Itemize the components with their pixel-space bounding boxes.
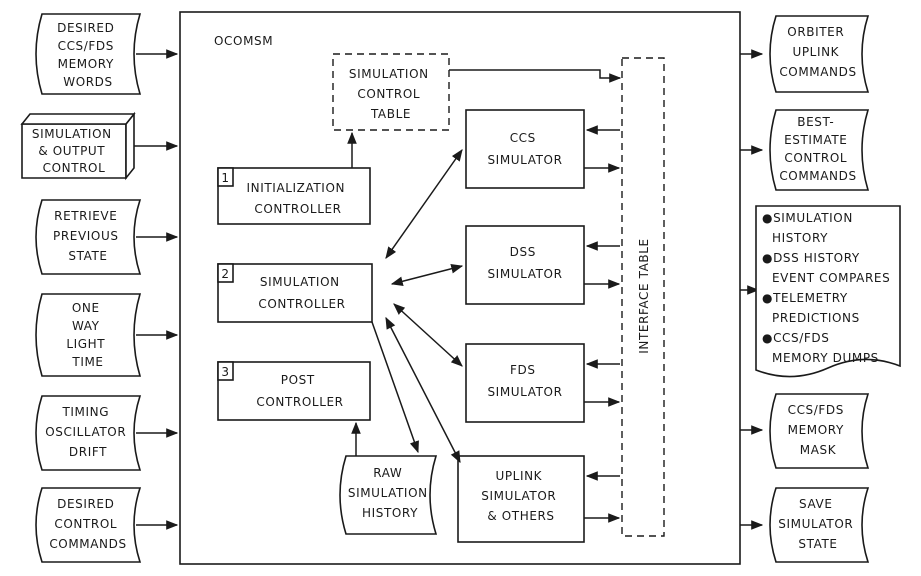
interface-table: INTERFACE TABLE	[621, 57, 665, 537]
input-retrieve-previous-state: RETRIEVE PREVIOUS STATE	[35, 199, 142, 275]
controller-label: SIMULATION CONTROLLER	[258, 275, 345, 311]
input-desired-ccs-fds-memory-words: DESIRED CCS/FDS MEMORY WORDS	[35, 13, 142, 95]
simulator-label: UPLINK SIMULATOR & OTHERS	[481, 469, 560, 523]
initialization-controller: 1 INITIALIZATION CONTROLLER	[217, 167, 371, 225]
output-label: BEST- ESTIMATE CONTROL COMMANDS	[779, 115, 856, 183]
controller-number-box	[217, 167, 234, 187]
table-label: SIMULATION CONTROL TABLE	[349, 67, 433, 121]
output-label: ORBITER UPLINK COMMANDS	[779, 25, 856, 79]
input-label: ONE WAY LIGHT TIME	[66, 301, 109, 369]
report-line-bulleted: ●DSS HISTORY	[762, 251, 860, 265]
report-line-bulleted: ●CCS/FDS	[762, 331, 829, 345]
controller-number: 1	[221, 171, 229, 185]
input-desired-control-commands: DESIRED CONTROL COMMANDS	[35, 487, 142, 563]
controller-number: 3	[221, 365, 229, 379]
arrow-controller-uplink	[385, 316, 461, 464]
input-label: DESIRED CONTROL COMMANDS	[49, 497, 126, 551]
arrow-controller-dss	[390, 264, 464, 286]
ccs-simulator: CCS SIMULATOR	[465, 109, 585, 189]
output-save-simulator-state: SAVE SIMULATOR STATE	[769, 487, 870, 563]
simulator-label: FDS SIMULATOR	[487, 363, 562, 399]
input-label: SIMULATION & OUTPUT CONTROL	[32, 127, 116, 175]
simulator-label: DSS SIMULATOR	[487, 245, 562, 281]
output-ccs-fds-memory-mask: CCS/FDS MEMORY MASK	[769, 393, 870, 469]
controller-number-box	[217, 263, 234, 283]
dss-simulator: DSS SIMULATOR	[465, 225, 585, 305]
output-label: SAVE SIMULATOR STATE	[778, 497, 857, 551]
report-line-bulleted: ●TELEMETRY	[762, 291, 848, 305]
storage-label: RAW SIMULATION HISTORY	[348, 466, 432, 520]
output-best-estimate-control-commands: BEST- ESTIMATE CONTROL COMMANDS	[769, 109, 870, 191]
arrow-controller-ccs	[385, 149, 463, 259]
interface-table-label: INTERFACE TABLE	[637, 238, 651, 353]
controller-number-box	[217, 361, 234, 381]
arrow-controller-to-history	[371, 321, 419, 454]
simulation-control-table: SIMULATION CONTROL TABLE	[332, 53, 450, 131]
controller-number: 2	[221, 267, 229, 281]
output-orbiter-uplink-commands: ORBITER UPLINK COMMANDS	[769, 15, 870, 93]
uplink-simulator-and-others: UPLINK SIMULATOR & OTHERS	[457, 455, 585, 543]
input-label: DESIRED CCS/FDS MEMORY WORDS	[57, 21, 119, 89]
simulator-label: CCS SIMULATOR	[487, 131, 562, 167]
input-label: RETRIEVE PREVIOUS STATE	[53, 209, 123, 263]
output-label: CCS/FDS MEMORY MASK	[788, 403, 849, 457]
input-timing-oscillator-drift: TIMING OSCILLATOR DRIFT	[35, 395, 142, 471]
simulation-controller: 2 SIMULATION CONTROLLER	[217, 263, 373, 323]
controller-label: POST CONTROLLER	[256, 373, 343, 409]
post-controller: 3 POST CONTROLLER	[217, 361, 371, 421]
fds-simulator: FDS SIMULATOR	[465, 343, 585, 423]
arrow-table-to-interface	[449, 69, 622, 83]
input-one-way-light-time: ONE WAY LIGHT TIME	[35, 293, 142, 377]
report-text: ●SIMULATION HISTORY ●DSS HISTORY EVENT C…	[762, 211, 895, 365]
controller-label: INITIALIZATION CONTROLLER	[247, 181, 350, 216]
ocomsm-title: OCOMSM	[214, 34, 273, 48]
raw-simulation-history: RAW SIMULATION HISTORY	[339, 455, 438, 535]
output-report-document: ●SIMULATION HISTORY ●DSS HISTORY EVENT C…	[755, 205, 901, 378]
input-label: TIMING OSCILLATOR DRIFT	[45, 405, 130, 459]
report-line-bulleted: ●SIMULATION	[762, 211, 853, 225]
input-simulation-output-control: SIMULATION & OUTPUT CONTROL	[20, 111, 136, 181]
